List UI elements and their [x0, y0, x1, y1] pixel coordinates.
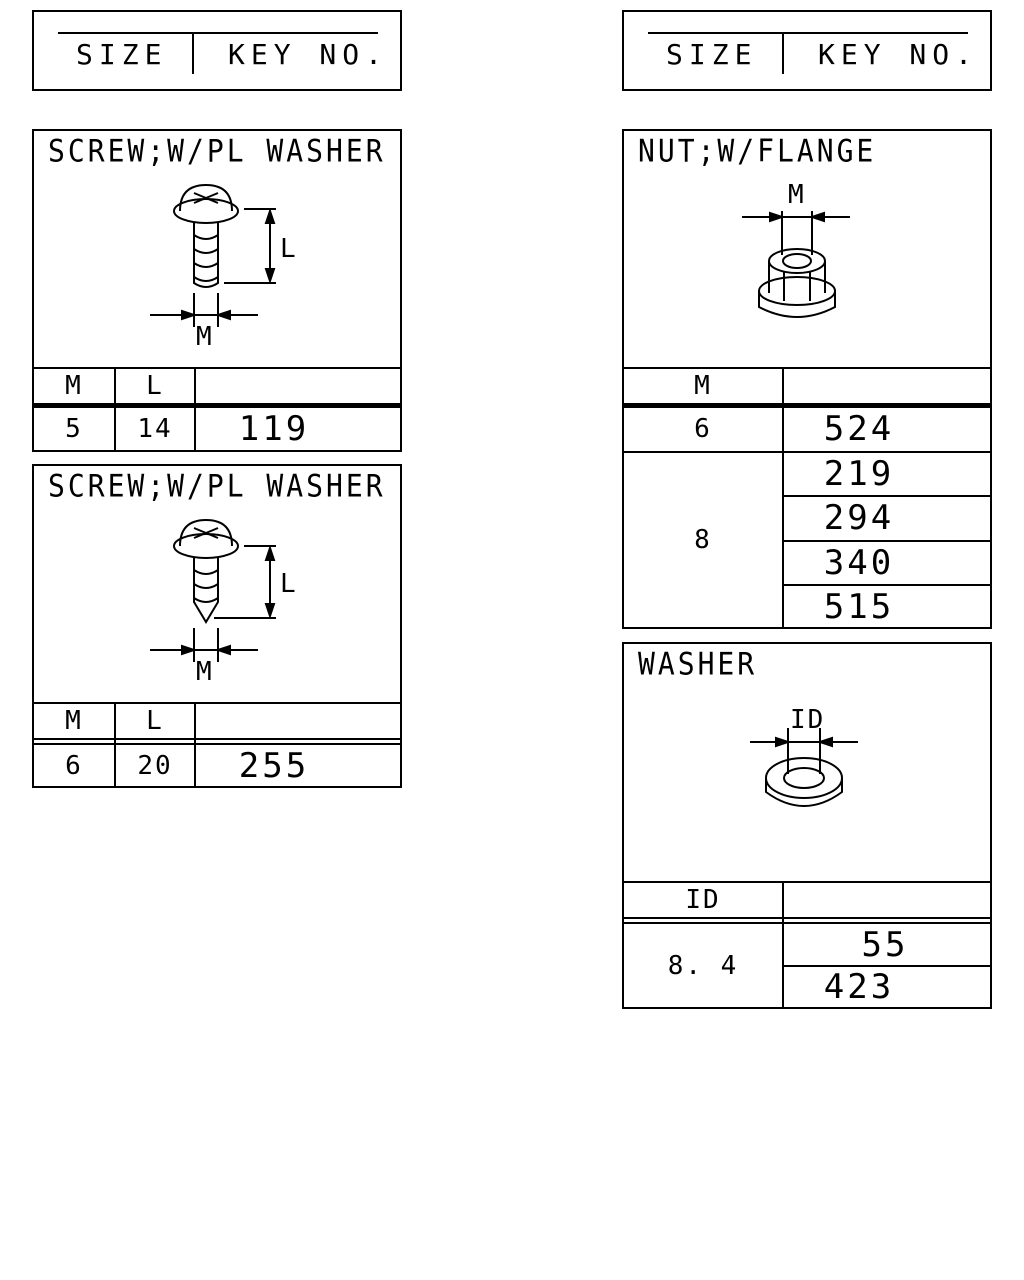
screw-1-dim-m: M	[196, 322, 212, 352]
screw-2-col-divider-1	[114, 702, 116, 786]
header-right-key-label: KEY NO.	[818, 38, 979, 71]
screw-1-title: SCREW;W/PL WASHER	[48, 133, 386, 170]
screw-1-row-m: 5	[65, 414, 83, 444]
screw-2-table-header-rule-a	[34, 738, 400, 740]
nut-group-1-m: 6	[694, 414, 712, 444]
washer-col-divider	[782, 881, 784, 1007]
screw-1-table-top	[34, 367, 400, 369]
screw-1-drawing: L M	[150, 183, 296, 352]
screw-1-col-l: L	[146, 371, 164, 401]
nut-dim-m: M	[788, 180, 804, 210]
nut-key-294: 294	[823, 498, 895, 538]
screw-panel-2: SCREW;W/PL WASHER L M M L 6 20 255	[32, 464, 402, 788]
nut-row-divider-1	[784, 495, 990, 497]
nut-row-divider-3	[784, 584, 990, 586]
nut-drawing: M	[742, 180, 850, 318]
nut-title: NUT;W/FLANGE	[638, 133, 877, 170]
screw-1-row-l: 14	[137, 414, 173, 444]
screw-2-row-l: 20	[137, 750, 173, 781]
nut-col-m: M	[694, 371, 712, 401]
header-left-key-label: KEY NO.	[228, 38, 389, 71]
header-left: SIZE KEY NO.	[32, 10, 402, 91]
washer-row-divider	[784, 965, 990, 967]
header-right-size-label: SIZE	[666, 38, 758, 71]
header-left-divider	[192, 32, 194, 74]
screw-1-col-divider-1	[114, 367, 116, 450]
nut-panel: NUT;W/FLANGE M M 6 524 8 219 294 340 515	[622, 129, 992, 629]
screw-2-col-m: M	[65, 706, 83, 736]
nut-table-header-rule	[624, 403, 990, 408]
washer-table-top	[624, 881, 990, 883]
header-left-rule	[58, 32, 378, 34]
header-right-divider	[782, 32, 784, 74]
nut-row-divider-2	[784, 540, 990, 542]
screw-panel-1: SCREW;W/PL WASHER L M M L 5 14 119	[32, 129, 402, 452]
screw-1-row-key: 119	[238, 409, 310, 449]
nut-table-top	[624, 367, 990, 369]
washer-title: WASHER	[638, 646, 758, 683]
screw-2-title: SCREW;W/PL WASHER	[48, 468, 386, 505]
screw-2-row-m: 6	[65, 750, 83, 781]
washer-dim-id: ID	[790, 705, 825, 735]
screw-2-table-top	[34, 702, 400, 704]
screw-2-table-header-rule-b	[34, 743, 400, 745]
screw-2-dim-m: M	[196, 657, 212, 687]
screw-2-dim-l: L	[280, 569, 296, 599]
washer-key-55: 55	[861, 924, 909, 965]
nut-key-219: 219	[823, 454, 895, 494]
washer-col-id: ID	[685, 885, 721, 915]
washer-key-423: 423	[823, 967, 895, 1007]
screw-1-col-divider-2	[194, 367, 196, 450]
header-right-rule	[648, 32, 968, 34]
screw-2-drawing: L M	[150, 518, 296, 687]
screw-1-dim-l: L	[280, 234, 296, 264]
screw-2-col-divider-2	[194, 702, 196, 786]
nut-key-340: 340	[823, 543, 895, 583]
nut-group-divider	[624, 451, 990, 453]
washer-drawing: ID	[750, 705, 858, 807]
nut-key-524: 524	[823, 409, 895, 449]
washer-table-header-rule-a	[624, 917, 990, 919]
nut-key-515: 515	[823, 586, 895, 627]
header-left-size-label: SIZE	[76, 38, 168, 71]
screw-2-row-key: 255	[238, 745, 310, 786]
header-right: SIZE KEY NO.	[622, 10, 992, 91]
washer-table-header-rule-b	[624, 922, 990, 924]
nut-group-2-m: 8	[694, 525, 712, 555]
washer-panel: WASHER ID ID 8. 4 55 423	[622, 642, 992, 1009]
nut-col-divider	[782, 367, 784, 627]
washer-group-id: 8. 4	[667, 950, 739, 981]
screw-1-col-m: M	[65, 371, 83, 401]
screw-1-table-header-rule	[34, 403, 400, 408]
screw-2-col-l: L	[146, 706, 164, 736]
